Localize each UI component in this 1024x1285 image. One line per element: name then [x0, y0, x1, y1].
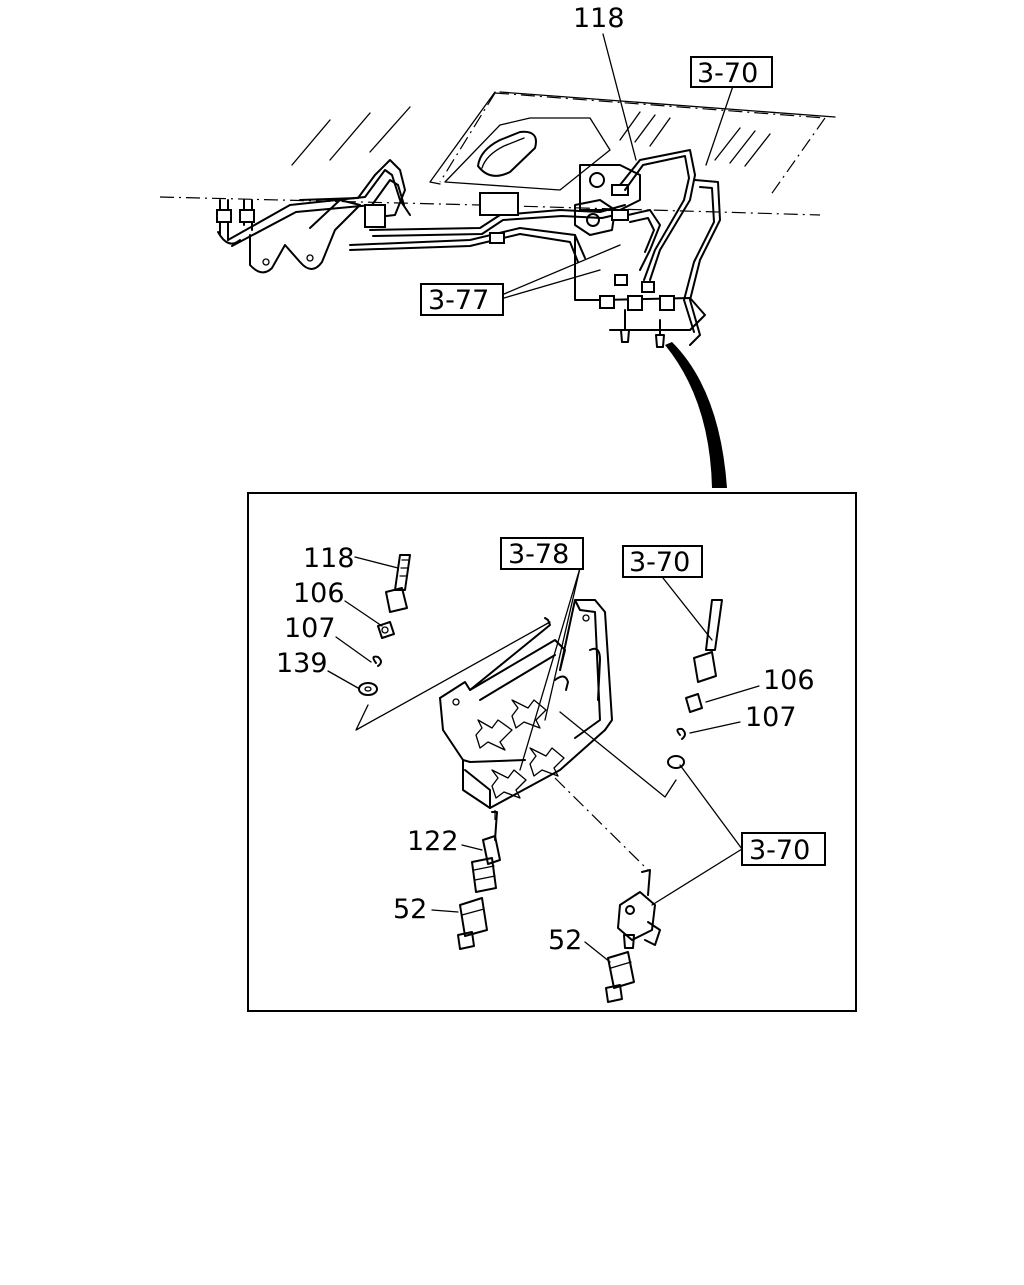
ref-3-70-detail-top: 3-70	[629, 547, 690, 578]
callout-106-right: 106	[763, 665, 815, 696]
ref-box-3-70-detail-bottom	[741, 832, 826, 866]
callout-52-left: 52	[393, 894, 427, 925]
detail-view: 118 106 107 139 3-78 3-70 106 107 3-70 1…	[247, 492, 857, 1012]
ref-3-70-top: 3-70	[697, 58, 758, 89]
callout-107-right: 107	[745, 702, 797, 733]
callout-106-left: 106	[293, 578, 345, 609]
callout-122: 122	[407, 826, 459, 857]
detail-frame	[247, 492, 857, 1012]
ref-box-3-77	[420, 283, 504, 316]
callout-118-top: 118	[573, 3, 625, 34]
ref-box-3-70-detail-top	[622, 545, 703, 578]
callout-52-right: 52	[548, 925, 582, 956]
ref-3-77: 3-77	[428, 285, 489, 316]
callout-118-detail: 118	[303, 543, 355, 574]
callout-139: 139	[276, 648, 328, 679]
detail-arrow-icon	[665, 342, 727, 488]
ref-3-70-detail-bottom: 3-70	[749, 835, 810, 866]
ref-box-3-78	[500, 537, 584, 570]
callout-107-left: 107	[284, 613, 336, 644]
ref-box-3-70-top	[690, 56, 773, 88]
ref-3-78: 3-78	[508, 539, 569, 570]
overview-assembly: 118 3-70 3-77	[159, 3, 836, 488]
